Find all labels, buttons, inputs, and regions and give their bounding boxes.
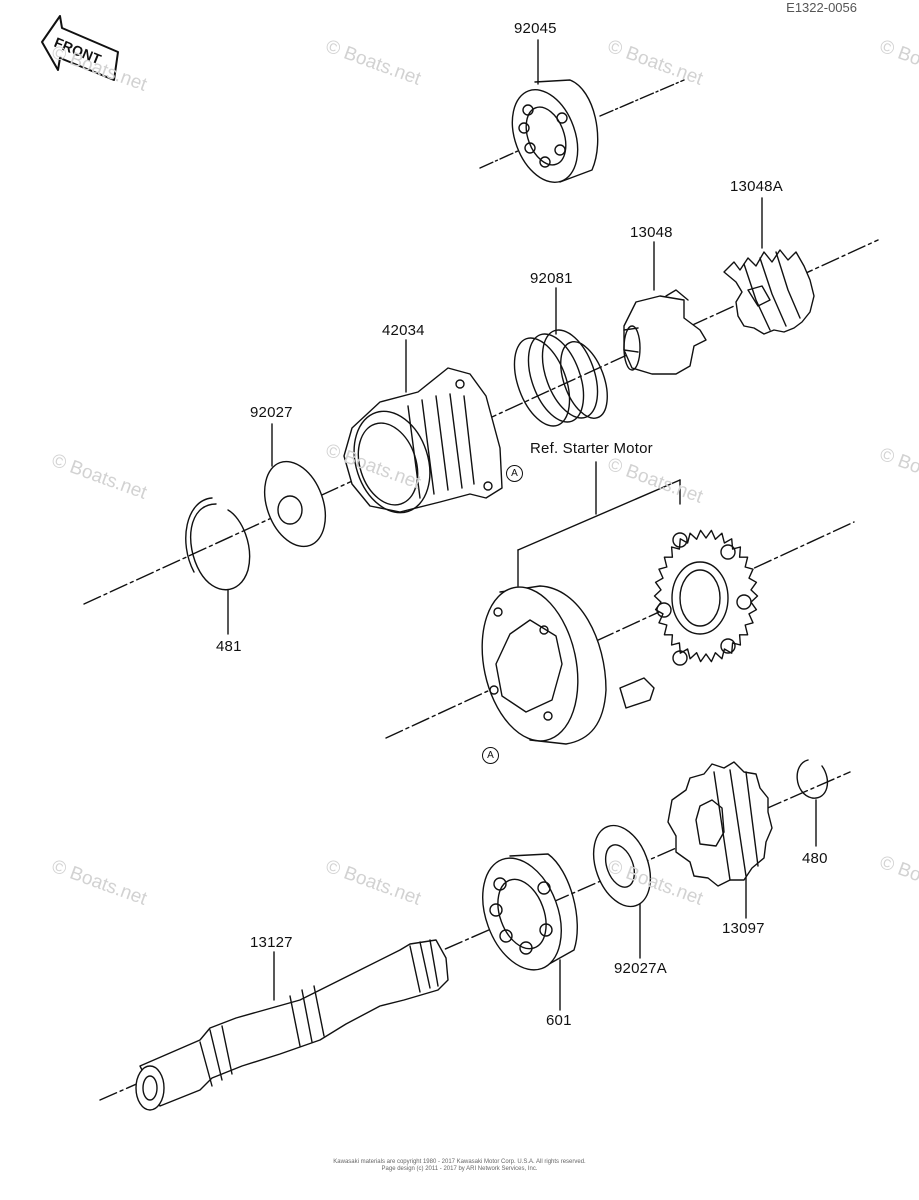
part-label-13127: 13127 <box>250 934 293 951</box>
gear-13097 <box>667 761 773 919</box>
bolt <box>619 677 655 709</box>
reference-note: Ref. Starter Motor <box>530 440 653 457</box>
circlip-480 <box>796 759 829 847</box>
starter-clutch <box>481 585 607 745</box>
copyright-line-2: Page design (c) 2011 - 2017 by ARI Netwo… <box>381 1166 538 1172</box>
spring-92081 <box>513 287 608 427</box>
ref-mark-a-lower: A <box>482 747 499 764</box>
part-label-481: 481 <box>216 638 242 655</box>
circlip-481 <box>185 497 251 635</box>
part-label-13048a: 13048A <box>730 178 783 195</box>
part-label-601: 601 <box>546 1012 572 1029</box>
front-arrow-icon <box>41 15 119 81</box>
starter-sprocket <box>653 529 759 666</box>
washer-92027 <box>263 423 327 548</box>
shaft-13127 <box>135 939 449 1111</box>
bearing-601 <box>482 853 578 1011</box>
figure-id: E1322-0056 <box>786 0 857 15</box>
washer-92027a <box>592 824 652 959</box>
bearing-92045 <box>479 39 685 183</box>
middle-axis-line <box>385 521 855 739</box>
part-label-480: 480 <box>802 850 828 867</box>
part-label-92027: 92027 <box>250 404 293 421</box>
part-label-13097: 13097 <box>722 920 765 937</box>
part-label-92027a: 92027A <box>614 960 667 977</box>
starter-motor-bracket <box>517 461 681 587</box>
housing-42034 <box>343 339 503 514</box>
part-label-42034: 42034 <box>382 322 425 339</box>
part-label-13048: 13048 <box>630 224 673 241</box>
part-label-92081: 92081 <box>530 270 573 287</box>
collar-13048 <box>623 241 707 375</box>
ref-mark-a-upper: A <box>506 465 523 482</box>
part-label-92045: 92045 <box>514 20 557 37</box>
copyright-line-1: Kawasaki materials are copyright 1980 - … <box>333 1159 586 1165</box>
gear-13048a <box>723 197 815 335</box>
